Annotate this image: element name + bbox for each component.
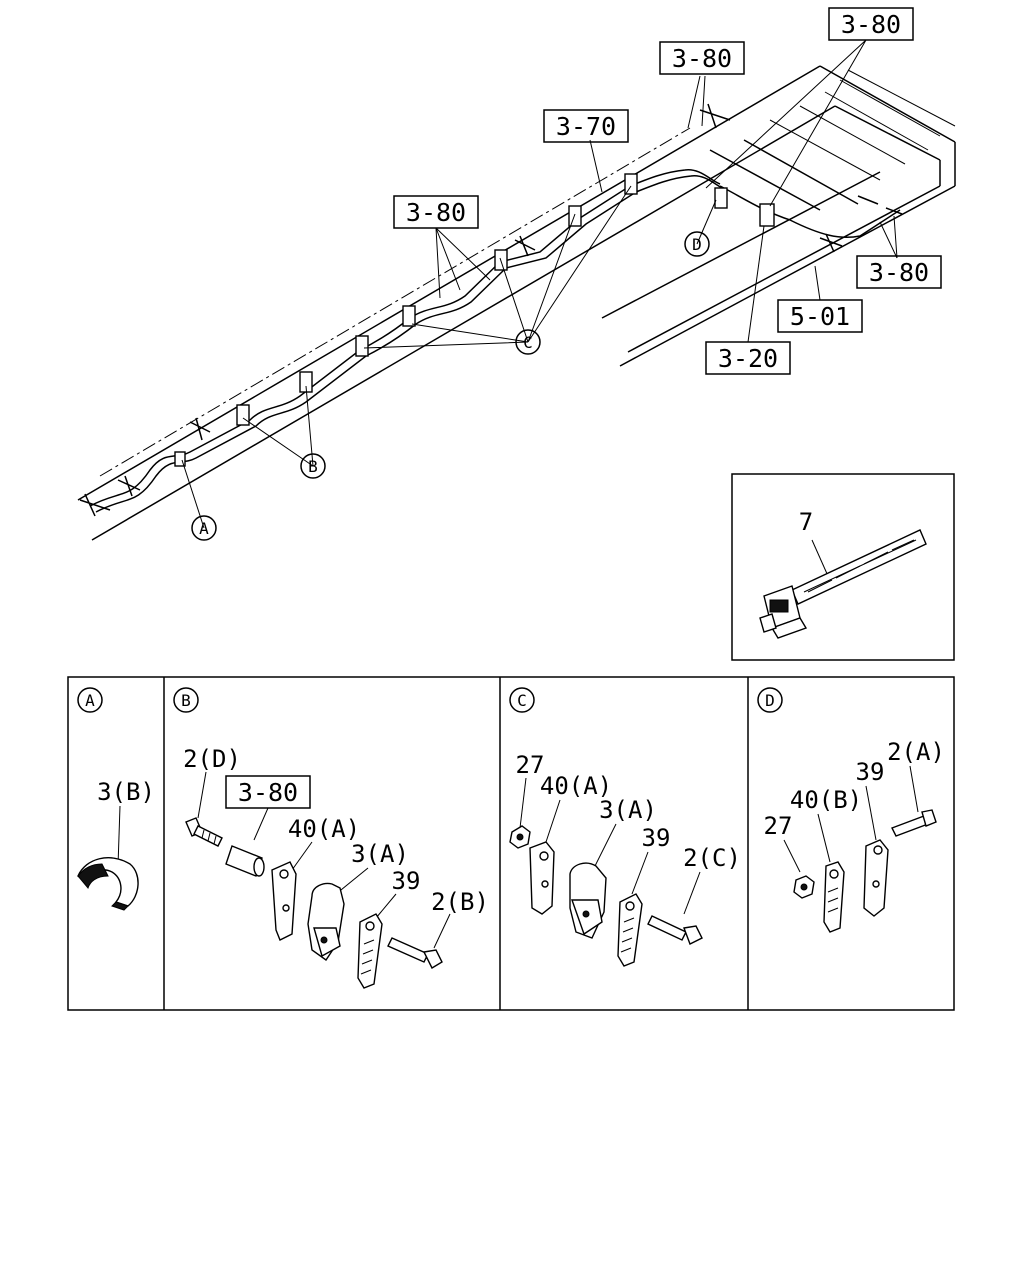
reference-box-label: 3-70 [556,112,616,141]
callout-letter: C [523,333,533,352]
reference-box-label: 3-80 [238,778,298,807]
panel-header-a: A [85,691,95,710]
part-label-nut: 27 [764,812,793,840]
detail-panels [67,676,955,1011]
panel-d: D 2(A) 39 40(B) 27 [757,687,945,933]
part-label-bracket: 40(B) [790,786,862,814]
part-label-7: 7 [799,508,813,536]
part-label-plate: 39 [642,824,671,852]
panel-b: B 2(D) 3-80 40(A) 3(A) 39 2(B) [173,687,489,989]
part-label-bolt: 2(C) [683,844,741,872]
part-label-plate: 39 [392,867,421,895]
part-label-plate: 39 [856,758,885,786]
reference-box-label: 3-80 [841,10,901,39]
callout-letter: D [692,235,702,254]
reference-box-r7: 3-20 [705,341,791,375]
part-label-nut: 27 [516,751,545,779]
callout-c: C [515,329,541,355]
panel-header-c: C [517,691,527,710]
chassis-frame [77,65,956,541]
part-label-clamp: 3(A) [351,840,409,868]
reference-box-r5: 3-80 [856,255,942,289]
reference-box-r2: 3-80 [828,7,914,41]
reference-box-label: 3-80 [406,198,466,227]
part-label-clamp: 3(A) [599,796,657,824]
reference-box-r4: 3-80 [393,195,479,229]
panel-c: C 27 40(A) 3(A) 39 2(C) [509,687,741,967]
reference-box-r1: 3-80 [659,41,745,75]
part-label-bracket: 40(A) [288,815,360,843]
panel-header-d: D [765,691,775,710]
part-label-bracket: 40(A) [540,772,612,800]
callout-d: D [684,231,710,257]
reference-box-label: 5-01 [790,302,850,331]
reference-box-r3: 3-70 [543,109,629,143]
panel-header-b: B [181,691,191,710]
reference-box-label: 3-20 [718,344,778,373]
callout-letter: B [308,457,318,476]
callout-b: B [300,453,326,479]
part-label-clip: 3(B) [97,778,155,806]
panel-a: A 3(B) [77,687,155,911]
reference-box-label: 3-80 [672,44,732,73]
callout-a: A [191,515,217,541]
inset-cable-tie: 7 [731,473,955,661]
part-label-bolt2: 2(B) [431,888,489,916]
part-label-bolt: 2(D) [183,745,241,773]
reference-box-label: 3-80 [869,258,929,287]
part-label-bolt: 2(A) [887,738,945,766]
leader-lines [181,39,898,529]
callout-letter: A [199,519,209,538]
reference-box-r6: 5-01 [777,299,863,333]
